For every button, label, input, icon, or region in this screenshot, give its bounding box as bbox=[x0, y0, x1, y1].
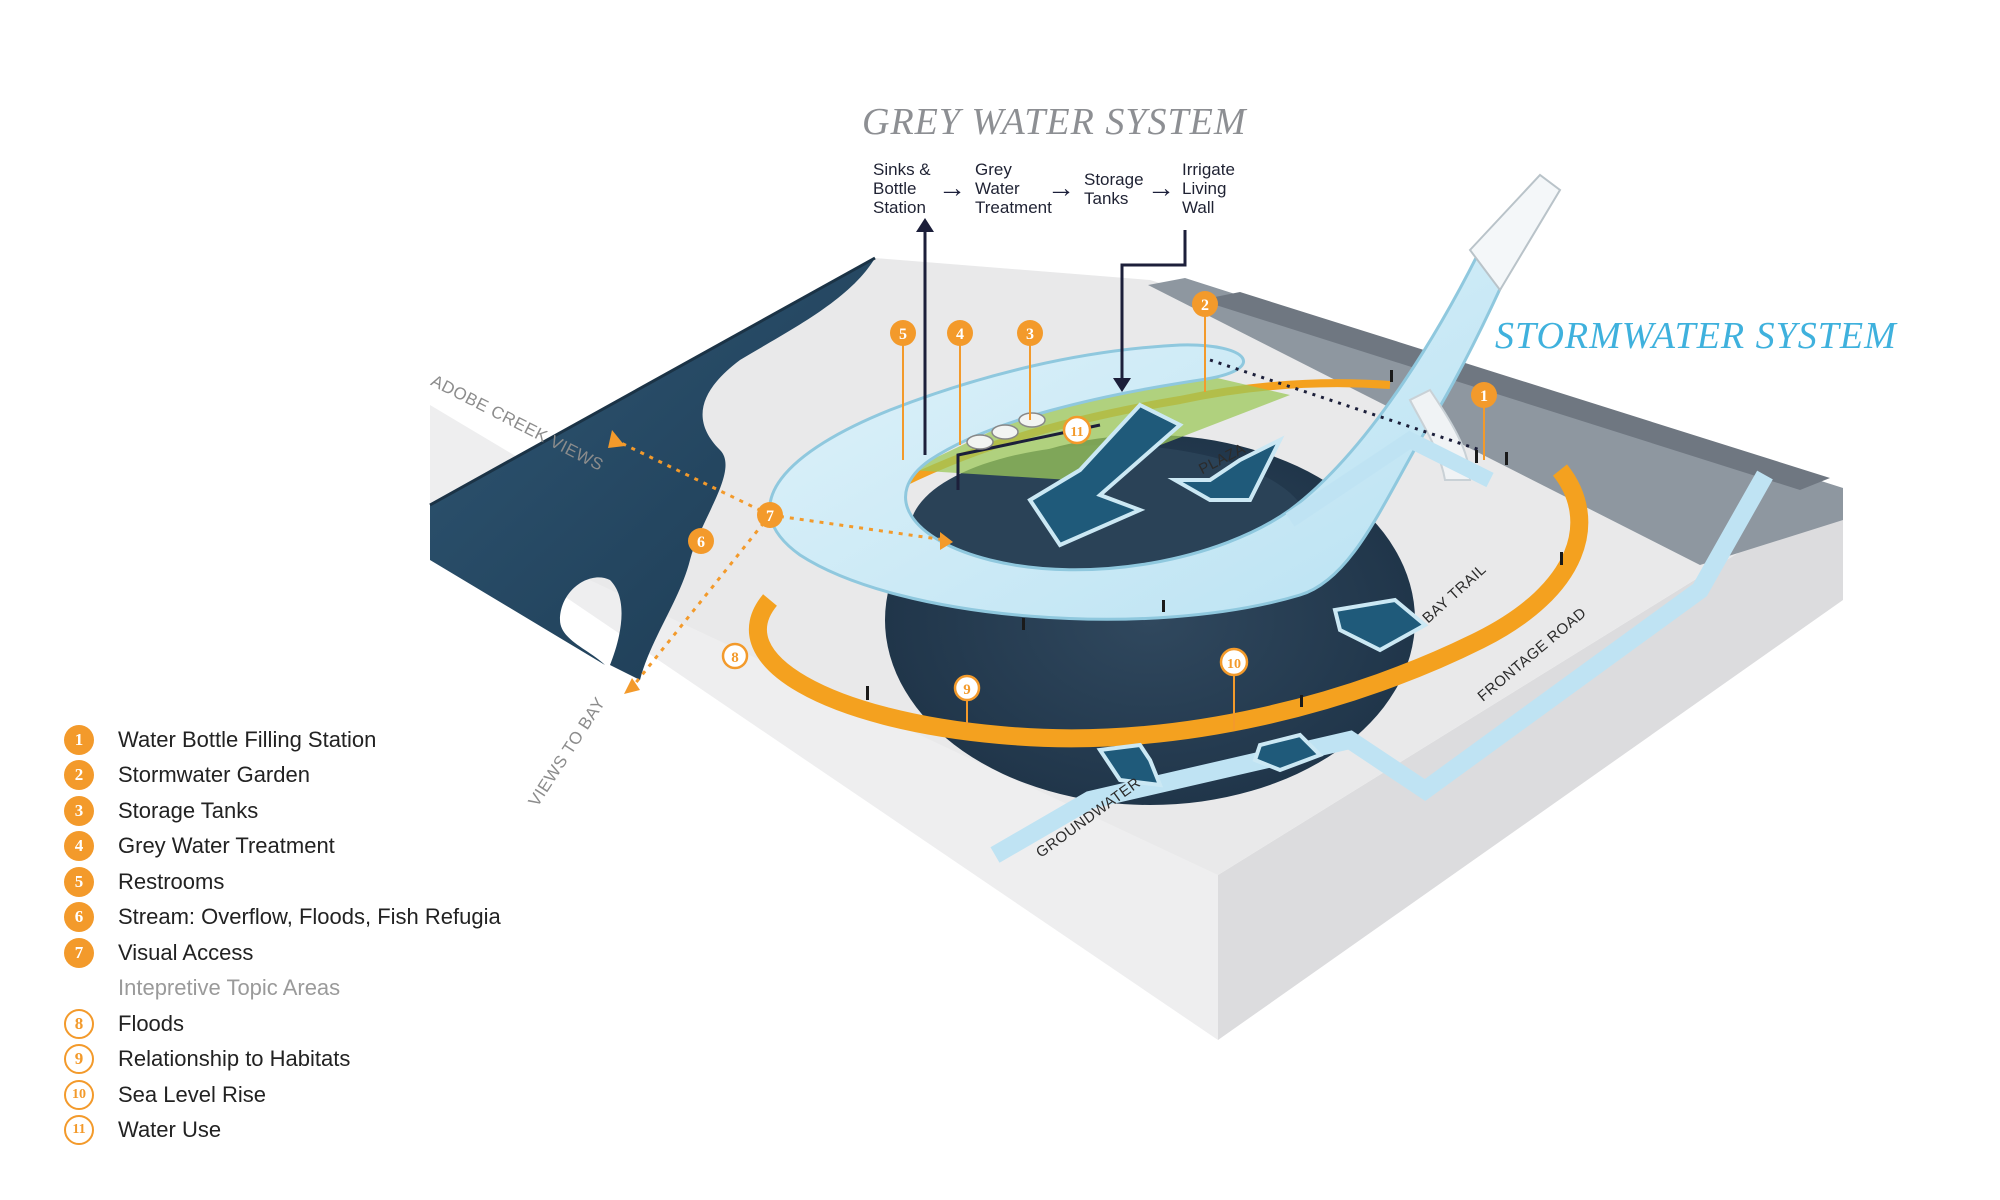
legend-item: 9 Relationship to Habitats bbox=[64, 1042, 584, 1078]
legend-subheading-row: Intepretive Topic Areas bbox=[64, 971, 584, 1007]
legend-marker: 5 bbox=[64, 866, 94, 897]
storm-arrow-groundwater bbox=[1096, 742, 1164, 788]
storm-arrow-baytrail bbox=[1332, 597, 1429, 653]
stormwater-system-title: STORMWATER SYSTEM bbox=[1495, 315, 1897, 357]
marker-10: 10 bbox=[1219, 647, 1249, 677]
marker-3: 3 bbox=[1017, 320, 1043, 346]
legend-label: Sea Level Rise bbox=[118, 1081, 266, 1107]
legend: 1 Water Bottle Filling Station 2 Stormwa… bbox=[64, 722, 584, 1148]
legend-label: Restrooms bbox=[118, 868, 225, 894]
legend-marker: 10 bbox=[64, 1079, 94, 1110]
legend-label: Relationship to Habitats bbox=[118, 1046, 351, 1072]
marker-9: 9 bbox=[953, 674, 981, 702]
legend-marker: 8 bbox=[64, 1008, 94, 1039]
marker-1: 1 bbox=[1471, 382, 1497, 408]
view-line-pond-head bbox=[940, 532, 953, 550]
legend-item: 4 Grey Water Treatment bbox=[64, 829, 584, 865]
legend-subheading: Intepretive Topic Areas bbox=[118, 975, 341, 1001]
legend-item: 3 Storage Tanks bbox=[64, 793, 584, 829]
legend-label: Visual Access bbox=[118, 939, 254, 965]
legend-marker: 7 bbox=[64, 937, 94, 968]
storm-arrow-plaza bbox=[1167, 435, 1285, 502]
legend-item: 7 Visual Access bbox=[64, 935, 584, 971]
marker-2: 2 bbox=[1192, 291, 1218, 317]
stormwater-garden bbox=[910, 360, 1290, 480]
storage-tanks-graphic bbox=[966, 412, 1046, 450]
flow-step-irrigate-living-wall: Irrigate Living Wall bbox=[1182, 160, 1235, 217]
view-line-bay bbox=[628, 514, 772, 691]
svg-text:5: 5 bbox=[899, 326, 907, 343]
legend-marker: 3 bbox=[64, 795, 94, 826]
road-band-dark bbox=[1200, 292, 1830, 490]
bay-trail-channel bbox=[1285, 430, 1494, 527]
legend-label: Water Bottle Filling Station bbox=[118, 726, 377, 752]
ramp-tower bbox=[1468, 173, 1562, 292]
legend-marker: 9 bbox=[64, 1044, 94, 1075]
marker-7: 7 bbox=[757, 502, 783, 528]
legend-item: 10 Sea Level Rise bbox=[64, 1077, 584, 1113]
svg-text:6: 6 bbox=[697, 534, 705, 551]
legend-marker: 2 bbox=[64, 760, 94, 791]
flow-step-grey-water-treatment: Grey Water Treatment bbox=[975, 160, 1052, 217]
view-line-adobe-head bbox=[608, 430, 625, 448]
road-band bbox=[1148, 278, 1843, 565]
arrow-right-icon: → bbox=[1047, 172, 1075, 203]
arrow-right-icon: → bbox=[1147, 172, 1175, 203]
arrow-right-icon: → bbox=[938, 172, 966, 203]
legend-marker: 1 bbox=[64, 724, 94, 755]
flow-step-sinks: Sinks & Bottle Station bbox=[873, 160, 931, 217]
groundwater-channel bbox=[990, 470, 1773, 863]
marker-6: 6 bbox=[688, 528, 714, 554]
legend-marker: 4 bbox=[64, 831, 94, 862]
creek-water bbox=[430, 258, 875, 680]
legend-item: 1 Water Bottle Filling Station bbox=[64, 722, 584, 758]
pipe-to-wall-arrowhead bbox=[1113, 378, 1131, 392]
storm-arrow-main bbox=[1027, 402, 1184, 548]
storm-arrow-frontage bbox=[1252, 732, 1324, 773]
legend-label: Grey Water Treatment bbox=[118, 833, 335, 859]
legend-label: Floods bbox=[118, 1010, 185, 1036]
svg-text:11: 11 bbox=[1070, 425, 1083, 440]
pipe-up-arrowhead bbox=[916, 218, 934, 232]
legend-marker: 6 bbox=[64, 902, 94, 933]
marker-4: 4 bbox=[947, 320, 973, 346]
people-silhouettes bbox=[866, 370, 1563, 707]
svg-text:4: 4 bbox=[956, 326, 964, 343]
svg-text:1: 1 bbox=[1480, 388, 1488, 405]
legend-item: 8 Floods bbox=[64, 1006, 584, 1042]
legend-label: Water Use bbox=[118, 1117, 222, 1143]
legend-label: Storage Tanks bbox=[118, 797, 259, 823]
pipe-dotted bbox=[1209, 358, 1481, 452]
legend-item: 6 Stream: Overflow, Floods, Fish Refugia bbox=[64, 900, 584, 936]
grey-water-system-title: GREY WATER SYSTEM bbox=[862, 101, 1247, 143]
marker-8: 8 bbox=[721, 642, 749, 670]
legend-item: 2 Stormwater Garden bbox=[64, 758, 584, 794]
legend-label: Stream: Overflow, Floods, Fish Refugia bbox=[118, 904, 501, 930]
svg-text:2: 2 bbox=[1201, 297, 1209, 314]
legend-marker: 11 bbox=[64, 1115, 94, 1146]
svg-text:7: 7 bbox=[766, 508, 774, 525]
legend-item: 5 Restrooms bbox=[64, 864, 584, 900]
flow-step-storage-tanks: Storage Tanks bbox=[1084, 170, 1144, 208]
svg-text:8: 8 bbox=[731, 650, 739, 666]
legend-item: 11 Water Use bbox=[64, 1113, 584, 1149]
creek-edge bbox=[429, 256, 876, 507]
svg-text:3: 3 bbox=[1026, 326, 1034, 343]
pipe-to-storage bbox=[956, 423, 1101, 490]
svg-text:9: 9 bbox=[963, 682, 971, 698]
view-line-bay-head bbox=[624, 678, 640, 694]
svg-text:10: 10 bbox=[1227, 657, 1241, 672]
view-line-adobe bbox=[614, 438, 771, 517]
legend-label: Stormwater Garden bbox=[118, 762, 310, 788]
marker-5: 5 bbox=[890, 320, 916, 346]
pipe-to-wall bbox=[1120, 230, 1187, 385]
bay-trail-loop bbox=[748, 464, 1589, 748]
marker-11: 11 bbox=[1062, 415, 1092, 445]
block-right-face bbox=[1218, 488, 1843, 1040]
